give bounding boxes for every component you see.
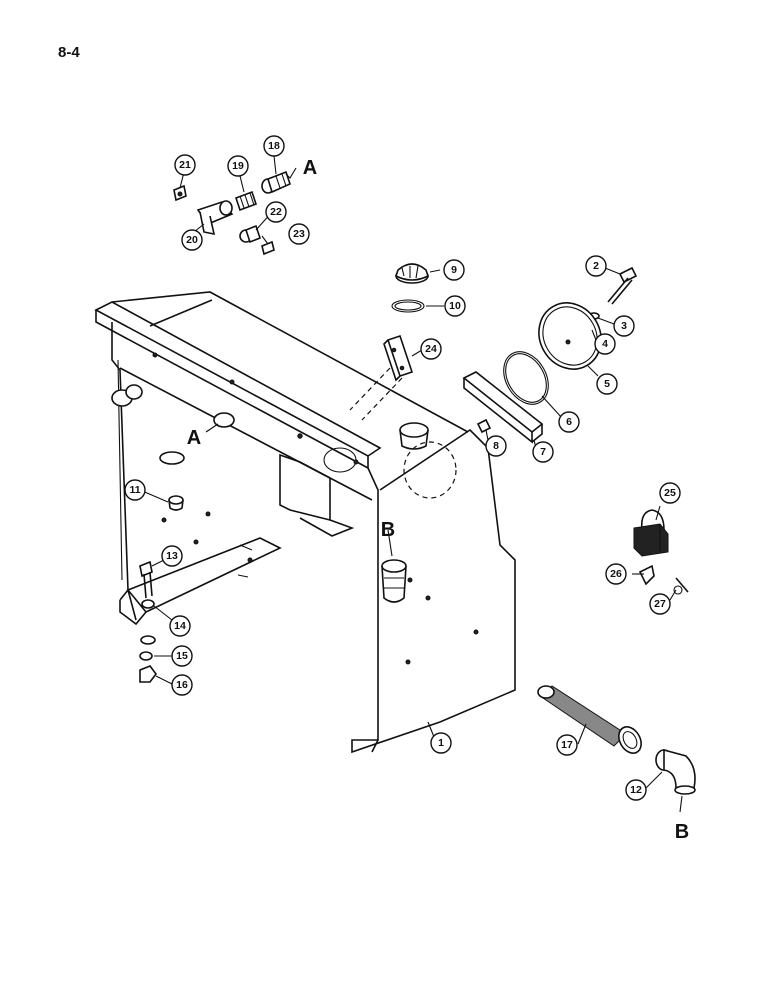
callout-11: 11 bbox=[124, 479, 146, 501]
callout-5: 5 bbox=[596, 373, 618, 395]
reference-mark-b-elbow: B bbox=[675, 821, 689, 843]
part-23-fitting bbox=[261, 240, 275, 256]
svg-text:1: 1 bbox=[438, 737, 444, 749]
part-27-pin bbox=[673, 577, 689, 595]
svg-text:23: 23 bbox=[293, 228, 305, 240]
callout-23: 23 bbox=[288, 223, 310, 245]
callout-17: 17 bbox=[556, 734, 578, 756]
reference-mark-a-tank: A bbox=[187, 427, 201, 449]
callout-27: 27 bbox=[649, 593, 671, 615]
callout-13: 13 bbox=[161, 545, 183, 567]
svg-text:9: 9 bbox=[451, 264, 457, 276]
part-14-washer bbox=[140, 599, 156, 645]
svg-text:6: 6 bbox=[566, 416, 572, 428]
svg-text:13: 13 bbox=[166, 550, 178, 562]
part-16-nut bbox=[139, 665, 157, 683]
svg-text:24: 24 bbox=[425, 343, 437, 355]
svg-text:8: 8 bbox=[493, 440, 499, 452]
svg-text:2: 2 bbox=[593, 260, 599, 272]
part-18-nipple bbox=[261, 170, 291, 194]
svg-text:15: 15 bbox=[176, 650, 188, 662]
reference-mark-a-top: A bbox=[303, 157, 317, 179]
part-20-tee-fitting bbox=[196, 200, 234, 236]
callout-22: 22 bbox=[265, 201, 287, 223]
callout-2: 2 bbox=[585, 255, 607, 277]
leader-lines bbox=[139, 155, 683, 813]
svg-text:10: 10 bbox=[449, 300, 461, 312]
reference-mark-b-tank: B bbox=[381, 519, 395, 541]
svg-text:5: 5 bbox=[604, 378, 610, 390]
callout-4: 4 bbox=[594, 333, 616, 355]
svg-text:18: 18 bbox=[268, 140, 280, 152]
callout-6: 6 bbox=[558, 411, 580, 433]
svg-text:20: 20 bbox=[186, 234, 198, 246]
svg-text:12: 12 bbox=[630, 784, 642, 796]
callout-20: 20 bbox=[181, 229, 203, 251]
svg-text:11: 11 bbox=[129, 484, 140, 496]
svg-text:7: 7 bbox=[540, 446, 546, 458]
part-8-nut bbox=[476, 418, 492, 434]
part-17-filler-tube bbox=[537, 685, 642, 754]
part-11-plug bbox=[168, 495, 184, 511]
part-19-nipple bbox=[234, 190, 258, 212]
callout-10: 10 bbox=[444, 295, 466, 317]
svg-text:21: 21 bbox=[179, 159, 191, 171]
part-5-cover-plate bbox=[538, 302, 602, 370]
callout-9: 9 bbox=[443, 259, 465, 281]
part-2-bolt bbox=[607, 266, 638, 305]
callout-3: 3 bbox=[613, 315, 635, 337]
svg-text:17: 17 bbox=[561, 739, 573, 751]
svg-text:16: 16 bbox=[176, 679, 188, 691]
part-21-fitting bbox=[173, 184, 187, 202]
callout-26: 26 bbox=[605, 563, 627, 585]
part-13-bolt bbox=[139, 560, 153, 599]
callout-16: 16 bbox=[171, 674, 193, 696]
part-26-hasp bbox=[638, 564, 655, 586]
part-7-baffle bbox=[462, 371, 544, 444]
callout-21: 21 bbox=[174, 154, 196, 176]
svg-text:3: 3 bbox=[621, 320, 627, 332]
page-number: 8-4 bbox=[58, 44, 80, 61]
part-6-o-ring bbox=[503, 351, 549, 405]
callout-12: 12 bbox=[625, 779, 647, 801]
callout-14: 14 bbox=[169, 615, 191, 637]
part-24-bracket bbox=[383, 334, 414, 382]
svg-text:4: 4 bbox=[602, 338, 608, 350]
callout-18: 18 bbox=[263, 135, 285, 157]
callout-7: 7 bbox=[532, 441, 554, 463]
callout-8: 8 bbox=[485, 435, 507, 457]
part-25-padlock bbox=[633, 509, 669, 557]
part-10-gasket bbox=[391, 299, 425, 313]
callout-24: 24 bbox=[420, 338, 442, 360]
svg-text:19: 19 bbox=[232, 160, 244, 172]
callout-1: 1 bbox=[430, 732, 452, 754]
tank-frame bbox=[94, 291, 516, 754]
part-12-elbow bbox=[655, 748, 696, 795]
svg-text:14: 14 bbox=[174, 620, 186, 632]
part-9-filler-cap bbox=[395, 263, 429, 284]
svg-text:26: 26 bbox=[610, 568, 622, 580]
part-15-lockwasher bbox=[139, 651, 153, 661]
callout-19: 19 bbox=[227, 155, 249, 177]
callout-15: 15 bbox=[171, 645, 193, 667]
svg-text:25: 25 bbox=[664, 487, 676, 499]
svg-text:22: 22 bbox=[270, 206, 282, 218]
svg-text:27: 27 bbox=[654, 598, 666, 610]
callout-25: 25 bbox=[659, 482, 681, 504]
